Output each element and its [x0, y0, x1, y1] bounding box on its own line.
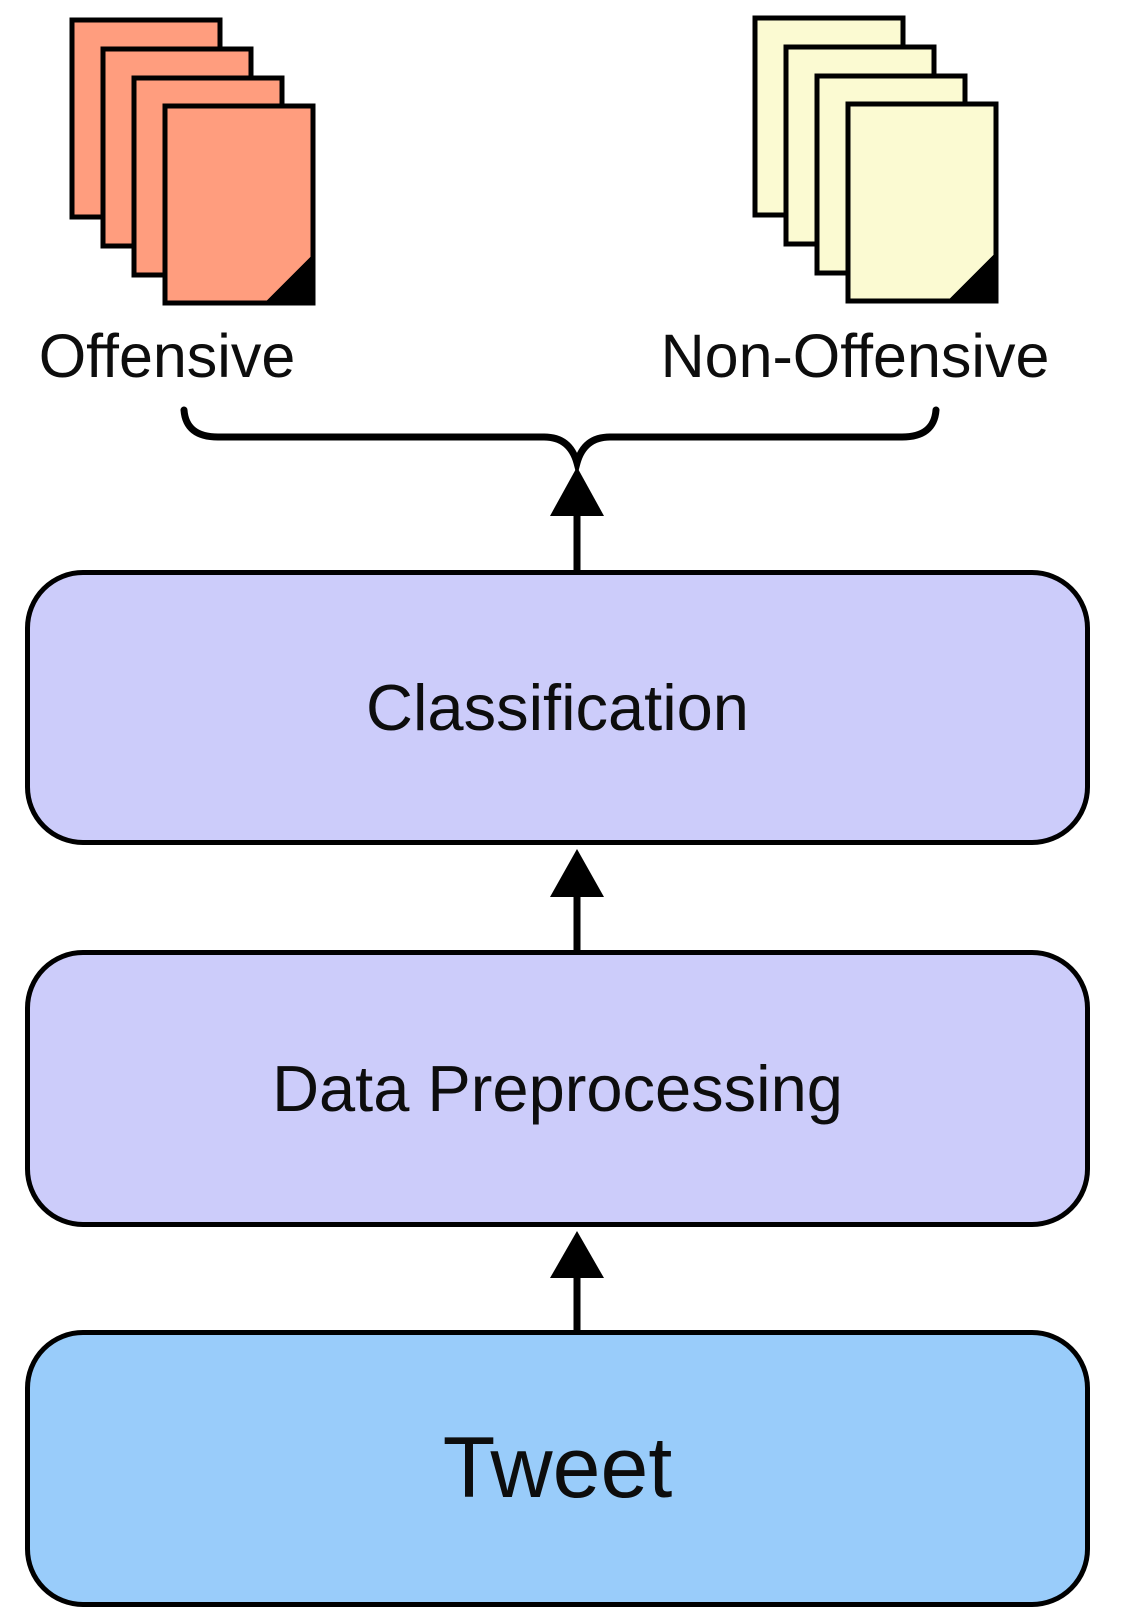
node-classification: Classification [25, 570, 1090, 845]
node-tweet: Tweet [25, 1330, 1090, 1607]
non-offensive-documents-icon [752, 15, 1002, 307]
arrow-head [550, 467, 604, 516]
document-page-front [845, 101, 999, 304]
page-fold-corner [261, 251, 316, 306]
arrow-shaft [573, 1277, 581, 1332]
page-fold-corner [944, 249, 999, 304]
arrow-tweet-to-preprocessing [547, 1230, 607, 1332]
arrow-preprocessing-to-classification [547, 848, 607, 952]
arrow-shaft [573, 896, 581, 952]
node-tweet-label: Tweet [442, 1420, 673, 1516]
grouping-brace [160, 402, 950, 477]
document-page-front [162, 103, 316, 306]
node-data-preprocessing-label: Data Preprocessing [272, 1052, 843, 1125]
node-classification-label: Classification [366, 671, 749, 744]
offensive-label: Offensive [38, 322, 296, 390]
brace-path [180, 406, 940, 477]
node-data-preprocessing: Data Preprocessing [25, 950, 1090, 1227]
arrow-shaft [573, 514, 581, 572]
offensive-documents-icon [69, 17, 319, 309]
arrow-classification-to-outputs [547, 466, 607, 572]
arrow-head [550, 849, 604, 897]
arrow-head [550, 1230, 604, 1279]
non-offensive-label: Non-Offensive [660, 322, 1050, 390]
